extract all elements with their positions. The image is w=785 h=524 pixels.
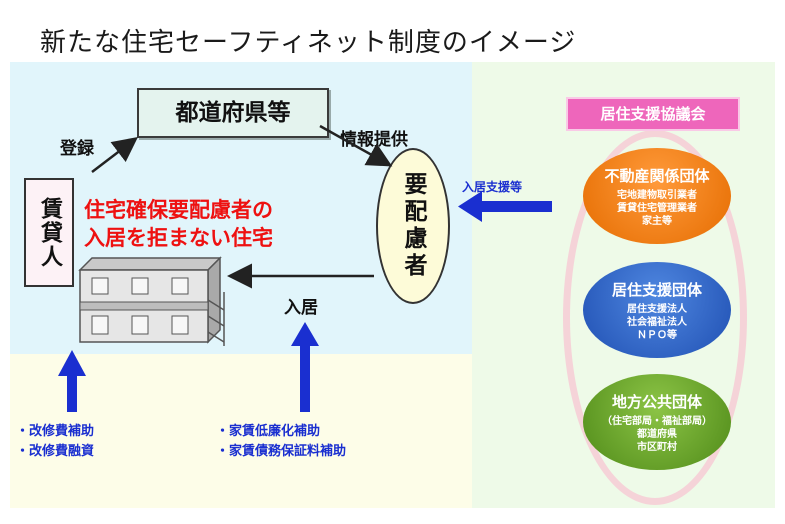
group-name: 地方公共団体 (611, 392, 702, 411)
support-label: 入居支援等 (462, 180, 523, 194)
council-ring (563, 130, 747, 505)
council-title: 居住支援協議会 (566, 97, 740, 131)
renovation-up-arrow (58, 350, 86, 412)
group-detail: 家主等 (642, 215, 672, 227)
support-arrow (458, 191, 552, 222)
move-in-label: 入居 (284, 298, 318, 318)
housing-support-group-circle: 居住支援団体 居住支援法人 社会福祉法人 ＮＰＯ等 (583, 262, 731, 358)
rent-support-list: ・家賃低廉化補助 ・家賃債務保証料補助 (216, 422, 346, 462)
info-arrow (319, 124, 393, 167)
list-item: ・家賃低廉化補助 (216, 424, 321, 439)
subsidy-area-background (10, 354, 472, 508)
list-item: ・家賃債務保証料補助 (216, 444, 347, 459)
local-government-group-circle: 地方公共団体 （住宅部局・福祉部局） 都道府県 市区町村 (583, 374, 731, 470)
housing-description-line-2: 入居を拒まない住宅 (84, 226, 273, 250)
registration-arrow (91, 136, 138, 173)
registration-label: 登録 (60, 139, 94, 159)
group-detail: 市区町村 (637, 441, 677, 453)
group-detail: （住宅部局・福祉部局） (602, 415, 712, 427)
needy-persons-oval: 要配慮者 (376, 148, 450, 304)
apartment-building-illustration (78, 256, 225, 346)
list-item: ・改修費融資 (16, 444, 95, 459)
housing-description-line-1: 住宅確保要配慮者の (84, 198, 273, 222)
group-detail: 都道府県 (637, 428, 677, 440)
group-detail: 宅地建物取引業者 (617, 189, 697, 201)
group-detail: 賃貸住宅管理業者 (617, 202, 697, 214)
needy-persons-label: 要配慮者 (400, 172, 426, 280)
renovation-support-list: ・改修費補助 ・改修費融資 (16, 422, 94, 462)
housing-description: 住宅確保要配慮者の 入居を拒まない住宅 (84, 196, 273, 252)
real-estate-group-circle: 不動産関係団体 宅地建物取引業者 賃貸住宅管理業者 家主等 (583, 148, 731, 244)
list-item: ・改修費補助 (16, 424, 95, 439)
prefecture-box: 都道府県等 (137, 88, 329, 138)
rent-up-arrow (291, 322, 319, 412)
group-name: 居住支援団体 (611, 280, 702, 299)
group-detail: ＮＰＯ等 (637, 329, 677, 341)
group-detail: 社会福祉法人 (627, 316, 687, 328)
landlord-box: 賃貸人 (24, 178, 74, 287)
page-title: 新たな住宅セーフティネット制度のイメージ (40, 28, 577, 58)
group-detail: 居住支援法人 (627, 303, 687, 315)
group-name: 不動産関係団体 (604, 166, 710, 185)
